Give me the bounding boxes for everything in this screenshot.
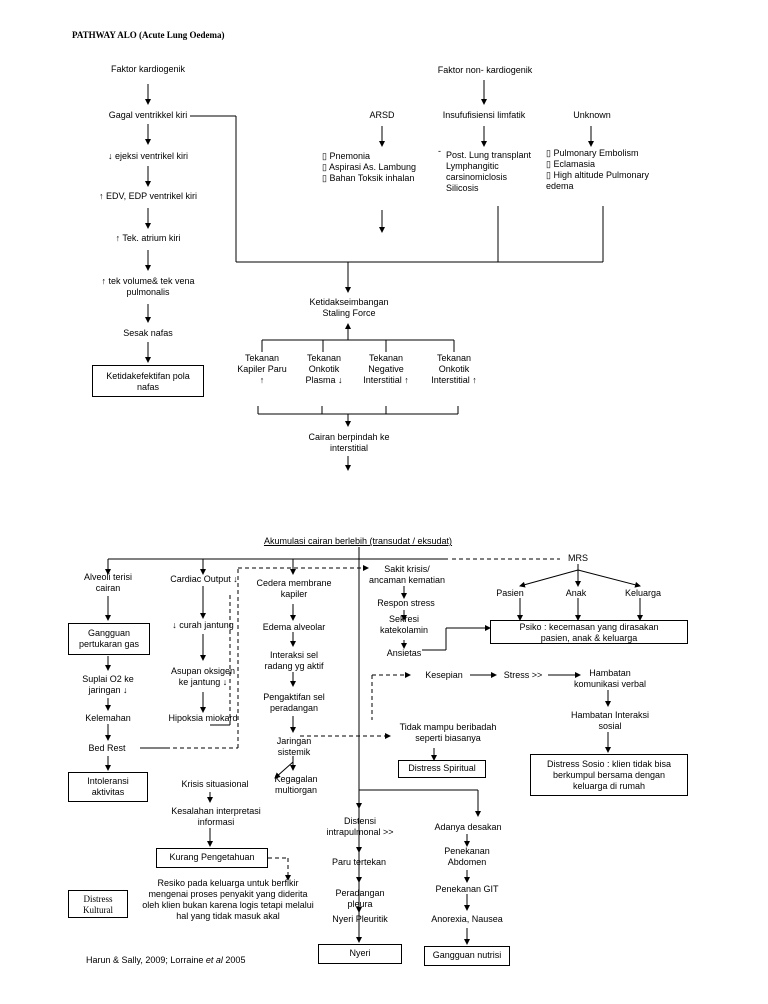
node-unknown: Unknown xyxy=(573,110,611,120)
node-suplai: Suplai O2 ke jaringan ↓ xyxy=(82,674,134,695)
node-kesepian: Kesepian xyxy=(425,670,463,680)
node-faktor-kardiogenik: Faktor kardiogenik xyxy=(110,64,186,74)
diagnosis-psiko: Psiko : kecemasan yang dirasakan pasien,… xyxy=(490,620,688,644)
diagnosis-pola-nafas: Ketidakefektifan pola nafas xyxy=(92,365,204,397)
node-edv: ↑ EDV, EDP ventrikel kiri xyxy=(98,191,198,201)
diagram-title: PATHWAY ALO (Acute Lung Oedema) xyxy=(72,30,225,40)
node-staling: Ketidakseimbangan Staling Force xyxy=(309,297,389,318)
node-kelemahan: Kelemahan xyxy=(85,713,131,723)
node-insuf: Insufufisiensi limfatik xyxy=(442,110,526,120)
node-pasien: Pasien xyxy=(496,588,524,598)
diagnosis-gangguan-nutrisi: Gangguan nutrisi xyxy=(424,946,510,966)
node-cedera: Cedera membrane kapiler xyxy=(256,578,332,599)
node-tidak-mampu: Tidak mampu beribadah seperti biasanya xyxy=(399,722,497,743)
node-pengaktifan: Pengaktifan sel peradangan xyxy=(263,692,325,713)
node-krisis: Krisis situasional xyxy=(181,779,249,789)
node-cairan: Cairan berpindah ke interstitial xyxy=(308,432,390,453)
node-sakit: Sakit krisis/ ancaman kematian xyxy=(368,564,446,585)
node-hipoksia: Hipoksia miokard xyxy=(168,713,238,723)
node-tek-onkotik-int: Tekanan Onkotik Interstitial ↑ xyxy=(431,353,477,385)
node-anak: Anak xyxy=(565,588,587,598)
diagnosis-intoleransi: Intoleransi aktivitas xyxy=(68,772,148,802)
diagnosis-distress-sosio: Distress Sosio : klien tidak bisa berkum… xyxy=(530,754,688,796)
node-anorexia: Anorexia, Nausea xyxy=(431,914,503,924)
node-peradangan: Peradangan pleura xyxy=(335,888,385,909)
node-faktor-non-kardiogenik: Faktor non- kardiogenik xyxy=(437,65,533,75)
node-unknown-items: ▯ Pulmonary Embolism ▯ Eclamasia ▯ High … xyxy=(546,148,650,191)
node-stress: Stress >> xyxy=(503,670,543,680)
node-insuf-items: Post. Lung transplant Lymphangitic carsi… xyxy=(446,150,532,193)
diagnosis-kurang-pengetahuan: Kurang Pengetahuan xyxy=(156,848,268,868)
node-asupan: Asupan oksigen ke jantung ↓ xyxy=(170,666,236,687)
node-hambatan-verbal: Hambatan komunikasi verbal xyxy=(573,668,647,689)
node-paru: Paru tertekan xyxy=(331,857,387,867)
node-gagal-ventrikel: Gagal ventrikkel kiri xyxy=(108,110,188,120)
bullet-mark: - xyxy=(438,146,441,156)
diagnosis-gangguan-gas: Gangguan pertukaran gas xyxy=(68,623,150,655)
node-ejeksi: ↓ ejeksi ventrikel kiri xyxy=(107,151,189,161)
node-tek-negative: Tekanan Negative Interstitial ↑ xyxy=(363,353,409,385)
node-jaringan: Jaringan sistemik xyxy=(276,736,312,757)
node-bed-rest: Bed Rest xyxy=(88,743,126,753)
node-alveoli: Alveoli terisi cairan xyxy=(83,572,132,593)
diagnosis-nyeri: Nyeri xyxy=(318,944,402,964)
diagnosis-distress-spiritual: Distress Spiritual xyxy=(398,760,486,778)
diagnosis-distress-kultural: Distress Kultural xyxy=(68,890,128,918)
node-respon: Respon stress xyxy=(377,598,435,608)
node-kegagalan: Kegagalan multiorgan xyxy=(274,774,318,795)
node-tek-onkotik-plasma: Tekanan Onkotik Plasma ↓ xyxy=(305,353,343,385)
node-vena: ↑ tek volume& tek vena pulmonalis xyxy=(101,276,195,297)
citation: Harun & Sally, 2009; Lorraine et al 2005 xyxy=(86,955,246,965)
node-penekanan-git: Penekanan GIT xyxy=(435,884,499,894)
node-distensi: Distensi intrapulmonal >> xyxy=(326,816,394,837)
node-keluarga: Keluarga xyxy=(624,588,662,598)
node-kesalahan: Kesalahan interpretasi informasi xyxy=(171,806,261,827)
node-sekresi: Sekresi katekolamin xyxy=(379,614,429,635)
node-arsd: ARSD xyxy=(369,110,395,120)
node-ansietas: Ansietas xyxy=(386,648,422,658)
node-atrium: ↑ Tek. atrium kiri xyxy=(115,233,181,243)
node-cardiac: Cardiac Output ↓ xyxy=(170,574,238,584)
node-desakan: Adanya desakan xyxy=(434,822,502,832)
node-curah: ↓ curah jantung xyxy=(172,620,234,630)
node-sesak: Sesak nafas xyxy=(123,328,173,338)
node-interaksi: Interaksi sel radang yg aktif xyxy=(264,650,324,671)
node-nyeri-pleuritik: Nyeri Pleuritik xyxy=(332,914,388,924)
node-edema: Edema alveolar xyxy=(262,622,326,632)
node-akumulasi: Akumulasi cairan berlebih (transudat / e… xyxy=(263,536,453,546)
node-penekanan-abdomen: Penekanan Abdomen xyxy=(444,846,490,867)
node-hambatan-sosial: Hambatan Interaksi sosial xyxy=(570,710,650,731)
node-mrs: MRS xyxy=(568,553,588,563)
node-arsd-items: ▯ Pnemonia ▯ Aspirasi As. Lambung ▯ Baha… xyxy=(322,151,417,183)
node-resiko: Resiko pada keluarga untuk berfikir meng… xyxy=(142,878,314,921)
node-tek-kapiler: Tekanan Kapiler Paru ↑ xyxy=(237,353,287,385)
